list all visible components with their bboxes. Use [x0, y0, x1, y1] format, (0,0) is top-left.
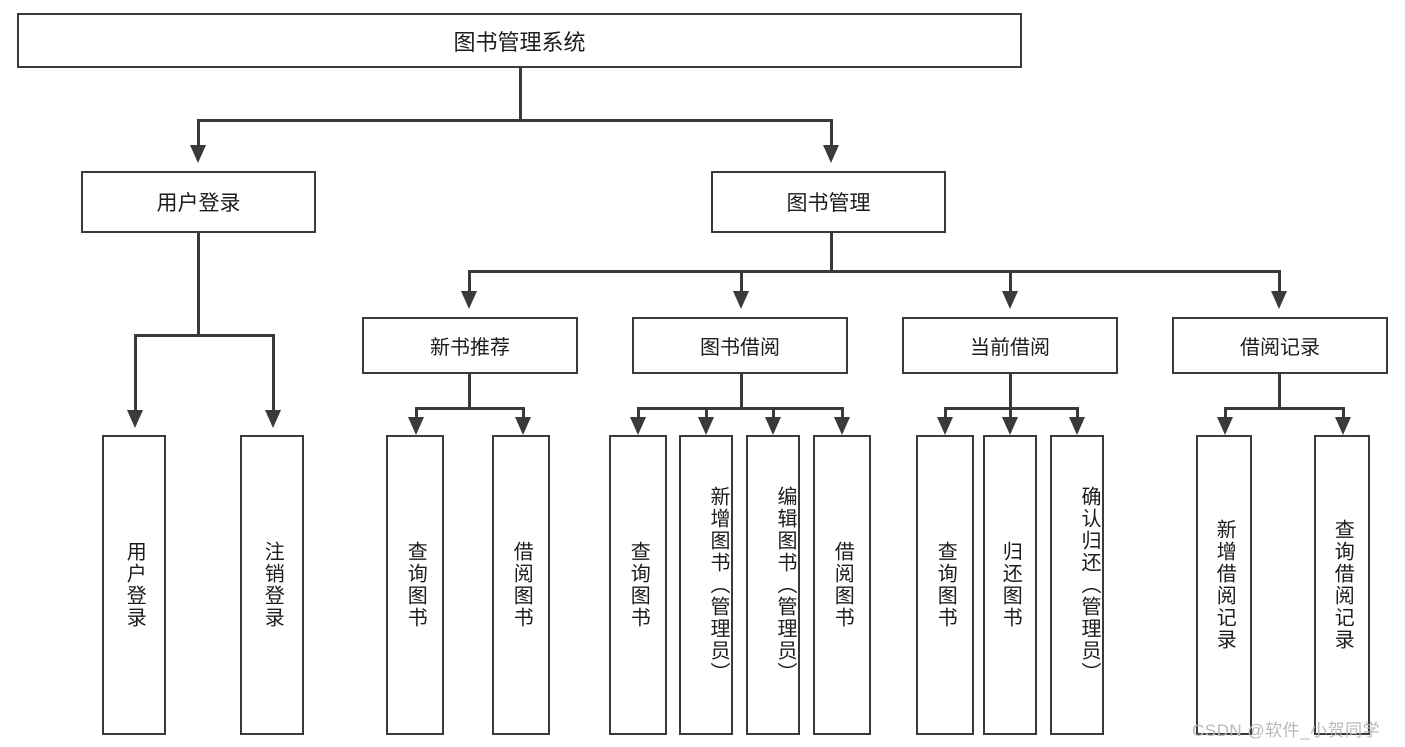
connector-drop-current-borrow: [1009, 270, 1012, 292]
connector-drop-leaf-confirm-return: [1076, 407, 1079, 419]
node-user-login[interactable]: 用户登录: [81, 171, 316, 233]
connector-book-borrow-bar: [637, 407, 843, 410]
leaf-borrow-book[interactable]: 借阅图书: [813, 435, 871, 735]
connector-user-login-bar: [134, 334, 274, 337]
arrow-down-icon: [834, 417, 850, 435]
node-new-book-recommend[interactable]: 新书推荐: [362, 317, 578, 374]
arrow-down-icon: [1002, 291, 1018, 309]
connector-drop-leaf-query-book-2: [637, 407, 640, 419]
node-label: 新增图书（管理员）: [707, 486, 729, 684]
node-label: 借阅图书: [510, 541, 533, 629]
connector-drop-leaf-query-book-3: [944, 407, 947, 419]
connector-current-borrow-stem: [1009, 374, 1012, 410]
node-label: 当前借阅: [970, 337, 1050, 359]
arrow-down-icon: [1271, 291, 1287, 309]
node-book-borrow[interactable]: 图书借阅: [632, 317, 848, 374]
node-label: 图书管理: [786, 192, 871, 215]
node-borrow-record[interactable]: 借阅记录: [1172, 317, 1388, 374]
arrow-down-icon: [265, 410, 281, 428]
arrow-down-icon: [765, 417, 781, 435]
arrow-down-icon: [823, 145, 839, 163]
arrow-down-icon: [127, 410, 143, 428]
node-root-book-management-system[interactable]: 图书管理系统: [17, 13, 1022, 68]
node-label: 查询图书: [627, 541, 650, 629]
leaf-borrow-book-new-recommend[interactable]: 借阅图书: [492, 435, 550, 735]
node-book-management[interactable]: 图书管理: [711, 171, 946, 233]
node-label: 借阅记录: [1240, 337, 1320, 359]
connector-drop-leaf-query-record: [1342, 407, 1345, 419]
connector-drop-leaf-edit-book: [772, 407, 775, 419]
node-label: 确认归还（管理员）: [1078, 486, 1100, 684]
connector-drop-leaf-borrow-book-1: [522, 407, 525, 419]
node-current-borrow[interactable]: 当前借阅: [902, 317, 1118, 374]
connector-borrow-record-stem: [1278, 374, 1281, 410]
leaf-query-book-current[interactable]: 查询图书: [916, 435, 974, 735]
connector-drop-book-management: [830, 119, 833, 147]
connector-drop-leaf-add-record: [1224, 407, 1227, 419]
connector-level2-bar: [197, 119, 833, 122]
connector-drop-leaf-query-book-1: [415, 407, 418, 419]
node-label: 编辑图书（管理员）: [774, 486, 796, 684]
connector-book-management-stem: [830, 233, 833, 273]
node-label: 查询借阅记录: [1331, 519, 1354, 651]
connector-new-book-recommend-stem: [468, 374, 471, 410]
arrow-down-icon: [461, 291, 477, 309]
connector-user-login-stem: [197, 233, 200, 336]
connector-drop-leaf-logout-login: [272, 334, 275, 412]
leaf-query-book-borrow[interactable]: 查询图书: [609, 435, 667, 735]
node-label: 图书借阅: [700, 337, 780, 359]
connector-drop-leaf-borrow-book-2: [841, 407, 844, 419]
node-label: 图书管理系统: [453, 29, 586, 55]
leaf-edit-book[interactable]: 编辑图书（管理员）: [746, 435, 800, 735]
arrow-down-icon: [1335, 417, 1351, 435]
node-label: 查询图书: [404, 541, 427, 629]
connector-drop-book-borrow: [740, 270, 743, 292]
arrow-down-icon: [408, 417, 424, 435]
node-label: 查询图书: [934, 541, 957, 629]
arrow-down-icon: [1217, 417, 1233, 435]
connector-drop-user-login: [197, 119, 200, 147]
leaf-user-login[interactable]: 用户登录: [102, 435, 166, 735]
node-label: 归还图书: [999, 541, 1022, 629]
arrow-down-icon: [515, 417, 531, 435]
node-label: 用户登录: [156, 192, 241, 215]
connector-new-book-recommend-bar: [415, 407, 525, 410]
node-label: 新增借阅记录: [1213, 519, 1236, 651]
arrow-down-icon: [937, 417, 953, 435]
leaf-query-borrow-record[interactable]: 查询借阅记录: [1314, 435, 1370, 735]
connector-drop-leaf-add-book: [705, 407, 708, 419]
connector-drop-leaf-user-login: [134, 334, 137, 412]
leaf-return-book[interactable]: 归还图书: [983, 435, 1037, 735]
connector-drop-new-book-recommend: [468, 270, 471, 292]
leaf-query-book-new-recommend[interactable]: 查询图书: [386, 435, 444, 735]
arrow-down-icon: [630, 417, 646, 435]
leaf-confirm-return[interactable]: 确认归还（管理员）: [1050, 435, 1104, 735]
arrow-down-icon: [190, 145, 206, 163]
leaf-add-borrow-record[interactable]: 新增借阅记录: [1196, 435, 1252, 735]
connector-root-stem: [519, 68, 522, 120]
arrow-down-icon: [733, 291, 749, 309]
connector-book-borrow-stem: [740, 374, 743, 410]
connector-drop-borrow-record: [1278, 270, 1281, 292]
node-label: 注销登录: [261, 541, 284, 629]
leaf-add-book[interactable]: 新增图书（管理员）: [679, 435, 733, 735]
leaf-logout-login[interactable]: 注销登录: [240, 435, 304, 735]
arrow-down-icon: [1002, 417, 1018, 435]
connector-borrow-record-bar: [1224, 407, 1344, 410]
node-label: 借阅图书: [831, 541, 854, 629]
connector-level3-bar: [468, 270, 1280, 273]
csdn-watermark: CSDN @软件_小贺同学: [1192, 721, 1381, 740]
arrow-down-icon: [1069, 417, 1085, 435]
connector-drop-leaf-return-book: [1009, 407, 1012, 419]
node-label: 新书推荐: [430, 337, 510, 359]
node-label: 用户登录: [123, 541, 146, 629]
arrow-down-icon: [698, 417, 714, 435]
